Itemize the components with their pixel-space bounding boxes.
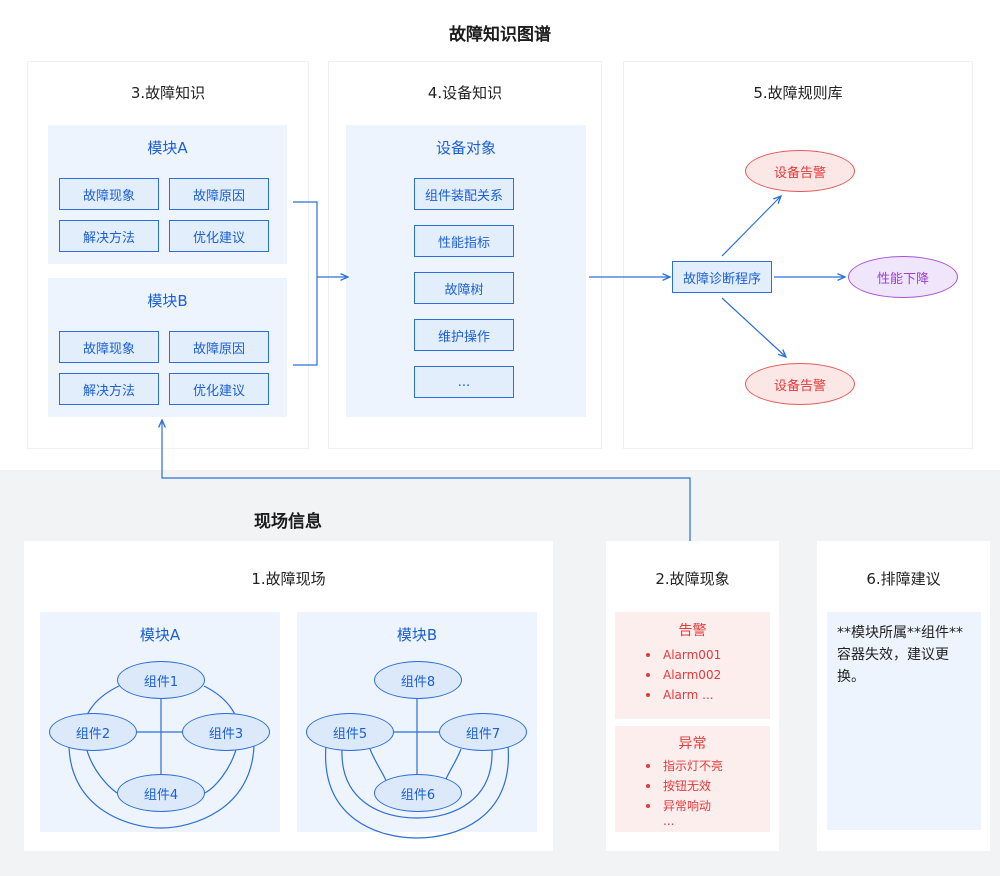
abnormal-more: ... [663, 814, 675, 828]
arrow-to-alarm-top [721, 196, 781, 257]
component-node: 组件4 [117, 774, 205, 812]
knowledge-a-solution: 解决方法 [59, 220, 159, 252]
device-assembly-relation: 组件装配关系 [414, 178, 514, 210]
component-node: 组件7 [439, 713, 527, 751]
scene-module-b-title: 模块B [396, 626, 438, 644]
abnormal-group [615, 726, 770, 832]
device-more: ... [414, 366, 514, 398]
connector-module-a [293, 201, 318, 277]
list-item: 异常响动 [615, 796, 770, 816]
device-maintenance: 维护操作 [414, 319, 514, 351]
knowledge-b-phenomenon: 故障现象 [59, 331, 159, 363]
device-performance-metrics: 性能指标 [414, 225, 514, 257]
component-node: 组件5 [306, 713, 394, 751]
fault-scene-title: 1.故障现场 [251, 570, 326, 588]
device-alarm-top: 设备告警 [745, 150, 855, 192]
fault-rules-title: 5.故障规则库 [753, 84, 843, 102]
alarm-title: 告警 [678, 623, 707, 639]
knowledge-module-b-title: 模块B [147, 292, 188, 310]
knowledge-b-solution: 解决方法 [59, 373, 159, 405]
component-node: 组件2 [49, 713, 137, 751]
arrow-to-alarm-bottom [721, 297, 786, 357]
knowledge-a-phenomenon: 故障现象 [59, 178, 159, 210]
knowledge-a-suggestion: 优化建议 [169, 220, 269, 252]
diagnosis-program: 故障诊断程序 [672, 261, 772, 293]
list-item: 按钮无效 [615, 776, 770, 796]
abnormal-list: 指示灯不亮 按钮无效 异常响动 [615, 756, 770, 816]
knowledge-module-a-title: 模块A [147, 139, 188, 157]
fault-knowledge-title: 3.故障知识 [130, 84, 206, 102]
abnormal-title: 异常 [678, 736, 707, 752]
scene-module-a-title: 模块A [139, 626, 181, 644]
component-node: 组件3 [182, 713, 270, 751]
device-knowledge-title: 4.设备知识 [427, 84, 503, 102]
arrow-phenomena-to-knowledge [162, 420, 691, 541]
advice-box [827, 612, 981, 830]
list-item: Alarm001 [615, 645, 770, 665]
list-item: Alarm002 [615, 665, 770, 685]
device-object-title: 设备对象 [435, 139, 496, 157]
device-alarm-bottom: 设备告警 [745, 363, 855, 405]
component-node: 组件1 [117, 661, 205, 699]
device-fault-tree: 故障树 [414, 272, 514, 304]
knowledge-b-cause: 故障原因 [169, 331, 269, 363]
component-node: 组件8 [374, 661, 462, 699]
knowledge-a-cause: 故障原因 [169, 178, 269, 210]
list-item: Alarm ... [615, 685, 770, 705]
alarm-group [615, 612, 770, 719]
list-item: 指示灯不亮 [615, 756, 770, 776]
connector-module-b [293, 277, 318, 366]
phenomena-title: 2.故障现象 [655, 570, 730, 588]
component-node: 组件6 [374, 774, 462, 812]
knowledge-b-suggestion: 优化建议 [169, 373, 269, 405]
advice-title: 6.排障建议 [866, 570, 941, 588]
performance-drop: 性能下降 [848, 256, 958, 298]
alarm-list: Alarm001 Alarm002 Alarm ... [615, 645, 770, 705]
advice-text: **模块所属**组件**容器失效，建议更换。 [837, 625, 963, 685]
knowledge-graph-title: 故障知识图谱 [449, 25, 551, 45]
site-info-title: 现场信息 [254, 512, 322, 532]
